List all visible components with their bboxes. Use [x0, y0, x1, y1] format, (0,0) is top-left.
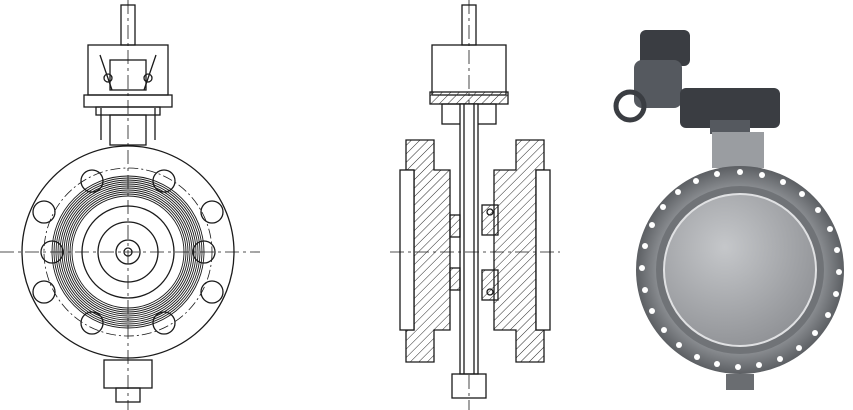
section-view-drawing	[390, 0, 560, 410]
hub	[115, 239, 141, 265]
section-view	[390, 0, 560, 410]
electric-actuator	[613, 30, 780, 134]
front-view	[0, 0, 260, 410]
bolt-hole	[200, 200, 224, 224]
front-view-drawing	[0, 0, 260, 410]
product-photo	[600, 0, 853, 410]
neck	[109, 114, 147, 146]
bolt-hole	[32, 280, 56, 304]
bolt-hole	[32, 200, 56, 224]
bolt-hole	[200, 280, 224, 304]
bolt-holes	[639, 169, 842, 370]
bottom-boss	[726, 374, 754, 390]
yoke	[712, 132, 764, 168]
product-render	[613, 30, 844, 390]
seat-ring	[481, 204, 499, 236]
bottom-boss	[451, 373, 487, 399]
disc-section	[449, 214, 461, 238]
valve-disc	[664, 194, 816, 346]
shaft	[459, 103, 479, 375]
handwheel-icon	[613, 89, 647, 123]
